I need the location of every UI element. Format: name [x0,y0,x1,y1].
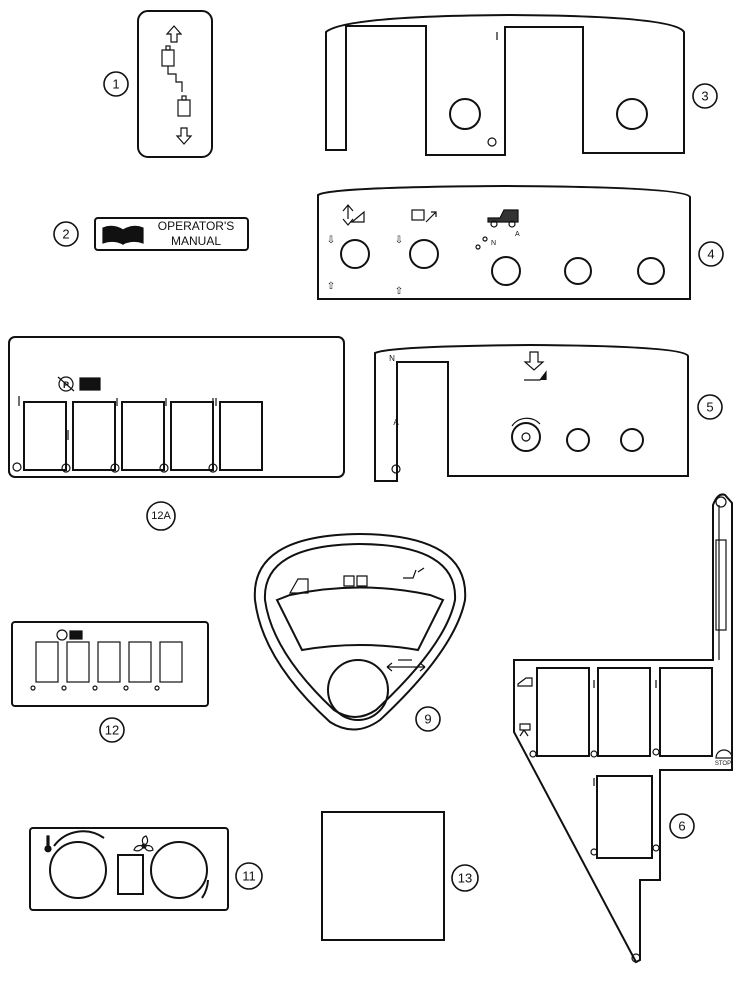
svg-text:12: 12 [105,723,119,738]
book-icon [102,225,144,245]
svg-text:13: 13 [458,871,472,886]
svg-text:12A: 12A [151,510,171,522]
part-5-panel: N A [374,343,689,482]
seat-icon [519,723,531,737]
callout-11: 11 [235,862,263,890]
stop-icon: STOP [715,749,733,767]
part-11-climate-panel [29,827,229,911]
part-12a-switch-panel: P [8,336,345,478]
fan-icon [133,835,154,852]
svg-text:11: 11 [242,869,256,884]
part-6-side-console: STOP [513,493,733,964]
temperature-icon [44,835,52,853]
mode-label-n: N [491,240,496,247]
panel5-label-a: A [393,418,399,427]
callout-2: 2 [53,221,79,247]
svg-text:5: 5 [706,400,713,415]
boom-raise-icon [342,204,365,226]
book-icon [79,377,101,391]
bucket-icons [343,575,368,587]
callout-1: 1 [103,71,129,97]
loader-machine-icon [487,209,519,228]
bucket-tilt-icon [411,209,437,223]
callout-12a: 12A [146,501,176,531]
svg-text:9: 9 [424,712,431,727]
callout-12: 12 [99,717,125,743]
boom-icon [288,578,309,594]
callout-5: 5 [697,394,723,420]
stop-label: STOP [715,761,731,767]
tilt-down-icon [523,351,547,381]
down-arrow-icon: ⇩ [395,235,403,246]
part-1-shift-decal [137,10,213,158]
part-3-console-panel [325,13,685,156]
svg-text:6: 6 [678,819,685,834]
manual-label-line2: MANUAL [171,234,221,248]
callout-4: 4 [698,241,724,267]
boom-float-icon [517,677,533,687]
callout-6: 6 [669,813,695,839]
svg-text:3: 3 [701,89,708,104]
svg-text:2: 2 [62,227,69,242]
panel5-label-n: N [389,354,395,363]
callout-13: 13 [451,864,479,892]
up-arrow-icon: ⇧ [395,286,403,297]
parking-brake-icon: P [57,376,75,392]
part-13-blank-panel [321,811,445,941]
double-arrow-icon [386,659,426,672]
mode-label-a: A [515,231,520,238]
svg-text:1: 1 [112,77,119,92]
callout-9: 9 [415,706,441,732]
tilt-icon [403,567,425,579]
part-12-switch-panel [11,621,209,707]
part-9-instrument-bezel [253,532,467,731]
part-4-control-panel: ⇩ ⇩ ⇧ ⇧ A N [317,184,691,300]
down-arrow-icon: ⇩ [327,235,335,246]
up-arrow-icon: ⇧ [327,281,335,292]
manual-label-line1: OPERATOR'S [158,219,235,233]
part-2-manual-decal: OPERATOR'S MANUAL [94,217,249,251]
callout-3: 3 [692,83,718,109]
throttle-knob [511,417,541,452]
svg-text:4: 4 [707,247,714,262]
svg-text:P: P [63,380,69,390]
